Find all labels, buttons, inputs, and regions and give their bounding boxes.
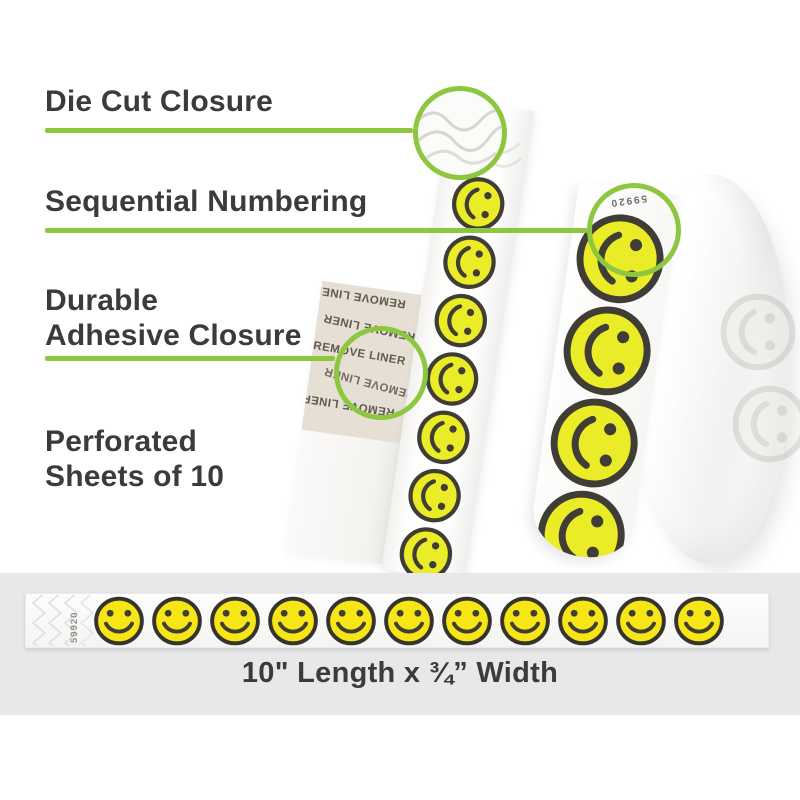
- smiley-icon: [401, 464, 469, 528]
- magnifier-serial-number: [587, 183, 681, 277]
- die-cut-zigzag-pattern: [31, 595, 95, 646]
- smiley-icon: [528, 482, 636, 564]
- smiley-icon: [151, 595, 203, 647]
- smiley-icon: [209, 595, 261, 647]
- magnifier-remove-liner: [334, 326, 428, 420]
- feature-label-durable-line1: Durable: [45, 284, 159, 317]
- serial-number: 59920: [69, 611, 80, 643]
- dimensions-panel: 59920: [0, 573, 800, 715]
- smiley-icon: [557, 595, 609, 647]
- smiley-icon: [418, 347, 486, 411]
- smiley-icon: [267, 595, 319, 647]
- smiley-icon: [499, 595, 551, 647]
- smiley-icon: [436, 230, 504, 294]
- size-caption: 10" Length x ¾” Width: [241, 657, 559, 689]
- feature-label-perforated-line2: Sheets of 10: [45, 460, 225, 493]
- feature-label-perforated: Perforated Sheets of 10: [45, 424, 224, 494]
- ghost-smiley: [728, 384, 800, 469]
- smiley-icon: [716, 292, 800, 372]
- smiley-icon: [325, 595, 377, 647]
- remove-liner-text: REMOVE LINER: [312, 283, 407, 310]
- die-cut-pattern-zoom: [418, 108, 502, 165]
- smiley-icon: [383, 595, 435, 647]
- magnifier-die-cut: [413, 86, 507, 180]
- smiley-icon: [93, 595, 145, 647]
- smiley-icon: [444, 172, 512, 236]
- smiley-icon: [728, 384, 800, 464]
- connector-line-adhesive: [45, 356, 335, 361]
- smiley-icon: [673, 595, 725, 647]
- smiley-icon: [410, 405, 478, 469]
- feature-label-durable-line2: Adhesive Closure: [45, 319, 302, 352]
- wristband-strip-vertical: [381, 98, 535, 581]
- connector-line-die-cut: [45, 128, 413, 133]
- feature-label-die-cut: Die Cut Closure: [45, 85, 274, 118]
- feature-label-durable-adhesive: Durable Adhesive Closure: [45, 283, 302, 353]
- ghost-smiley: [716, 292, 800, 377]
- feature-label-perforated-line1: Perforated: [45, 425, 198, 458]
- smiley-icon: [441, 595, 493, 647]
- smiley-icon: [615, 595, 667, 647]
- wristband-flat: 59920: [25, 593, 769, 648]
- feature-label-sequential-numbering: Sequential Numbering: [45, 185, 368, 218]
- smiley-icon: [539, 390, 649, 496]
- connector-line-sequential: [45, 228, 588, 233]
- smiley-icon: [552, 298, 662, 404]
- smiley-column: [380, 170, 524, 588]
- smiley-icon: [427, 288, 495, 352]
- smiley-row: [93, 595, 725, 646]
